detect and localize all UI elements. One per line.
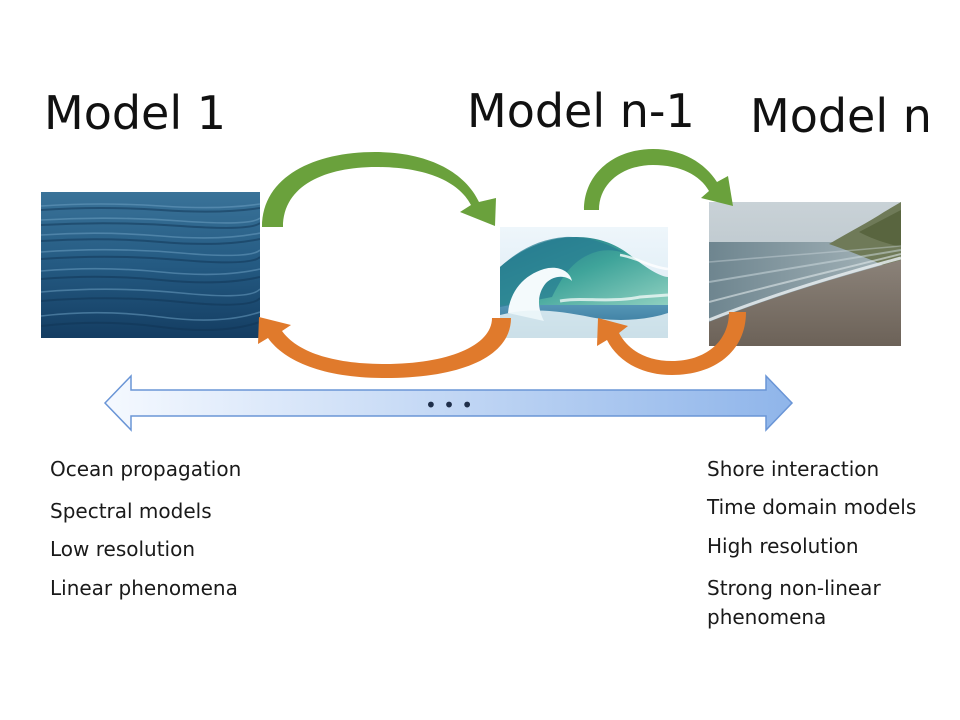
right-feature-time-domain-models: Time domain models — [707, 495, 917, 519]
forward-arrow-1 — [262, 152, 496, 227]
backward-arrow-2 — [597, 312, 746, 375]
right-feature-shore-interaction: Shore interaction — [707, 457, 880, 481]
ellipsis-dots: • • • — [425, 393, 473, 417]
model-1-title: Model 1 — [44, 86, 227, 140]
left-feature-low-resolution: Low resolution — [50, 537, 196, 561]
left-feature-spectral-models: Spectral models — [50, 499, 212, 523]
shoreline-beach-photo — [709, 202, 901, 346]
right-feature-high-resolution: High resolution — [707, 534, 859, 558]
backward-arrow-1 — [258, 317, 511, 378]
left-feature-linear-phenomena: Linear phenomena — [50, 576, 238, 600]
forward-arrow-2 — [584, 149, 733, 210]
breaking-wave-photo — [500, 227, 668, 338]
left-feature-ocean-propagation: Ocean propagation — [50, 457, 242, 481]
model-n-title: Model n — [750, 89, 932, 143]
right-feature-strong-non-linear: Strong non-linear — [707, 576, 881, 600]
right-feature-phenomena: phenomena — [707, 605, 827, 629]
model-n-minus-1-title: Model n-1 — [467, 84, 695, 138]
calm-ocean-swell-photo — [41, 192, 260, 338]
model-scale-double-arrow — [103, 374, 794, 432]
